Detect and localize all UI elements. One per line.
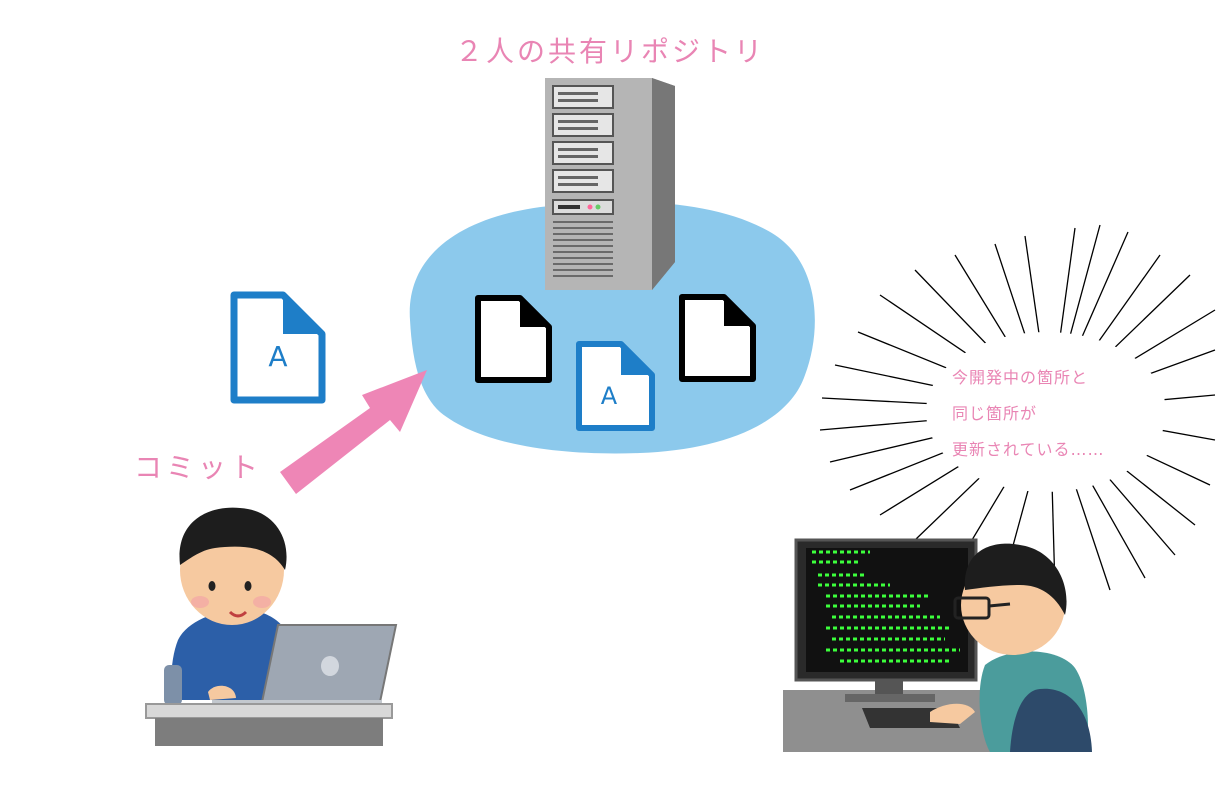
document-letter: A [268,340,287,373]
repository-cloud [409,201,815,454]
document-fold [520,298,549,327]
monitor-icon [794,538,978,702]
terminal-text [812,550,960,663]
person-viewing [930,543,1092,752]
thought-bubble-text: 今開発中の箇所と 同じ箇所が 更新されている…… [952,360,1105,468]
thought-line: 更新されている…… [952,440,1105,459]
arrow-icon [280,370,427,494]
thought-line: 今開発中の箇所と [952,368,1089,387]
page-title: ２人の共有リポジトリ [454,35,765,68]
document-a-icon: A [576,341,655,431]
commit-label: コミット [134,451,263,484]
thought-line: 同じ箇所が [952,404,1038,423]
hand [208,685,236,700]
document-fold [724,297,753,326]
server-icon [545,78,675,290]
document-a-icon: A [230,291,326,404]
desk [145,703,393,746]
thought-area [926,332,1166,492]
document-letter: A [601,382,618,410]
